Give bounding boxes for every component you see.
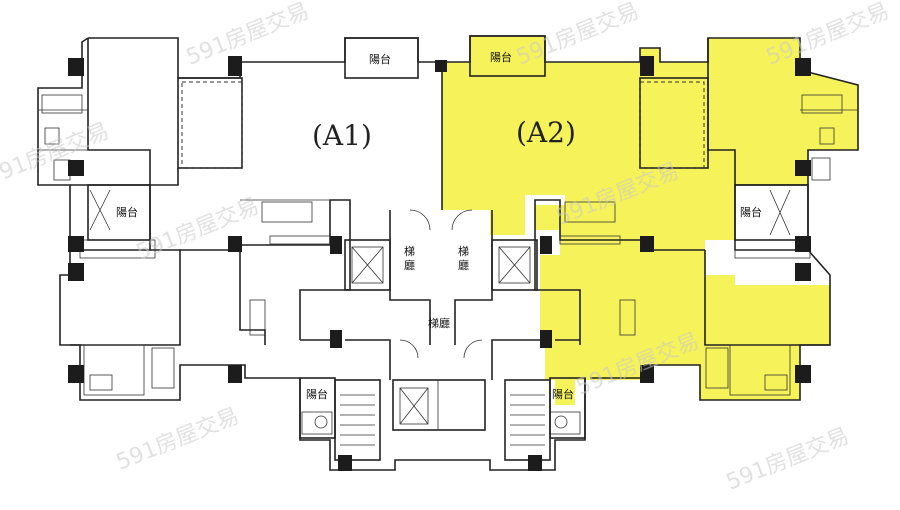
structural-columns [68, 56, 811, 471]
unit-a2-area [442, 36, 858, 405]
balcony-label-top-a2: 陽台 [490, 50, 512, 64]
balcony-label-bottom-left: 陽台 [306, 387, 328, 401]
watermark-text: 591房屋交易 [133, 194, 263, 266]
balcony-label-right: 陽台 [740, 205, 762, 219]
building-core [301, 209, 581, 461]
unit-a2-label: (A2) [516, 116, 576, 149]
watermark-text: 591房屋交易 [763, 0, 893, 71]
unit-a1-label: (A1) [312, 119, 372, 152]
watermark-text: 591房屋交易 [723, 424, 853, 496]
balconies [87, 35, 809, 439]
balcony-label-bottom-right: 陽台 [552, 387, 574, 401]
hall-label-left: 梯廳 [404, 245, 415, 272]
hall-label-right: 梯廳 [458, 245, 469, 272]
watermark-text: 591房屋交易 [113, 404, 243, 476]
hall-label-center: 梯廳 [428, 316, 450, 330]
watermark-text: 591房屋交易 [183, 0, 313, 71]
balcony-label-top-a1: 陽台 [369, 52, 391, 66]
balcony-label-left: 陽台 [116, 205, 138, 219]
